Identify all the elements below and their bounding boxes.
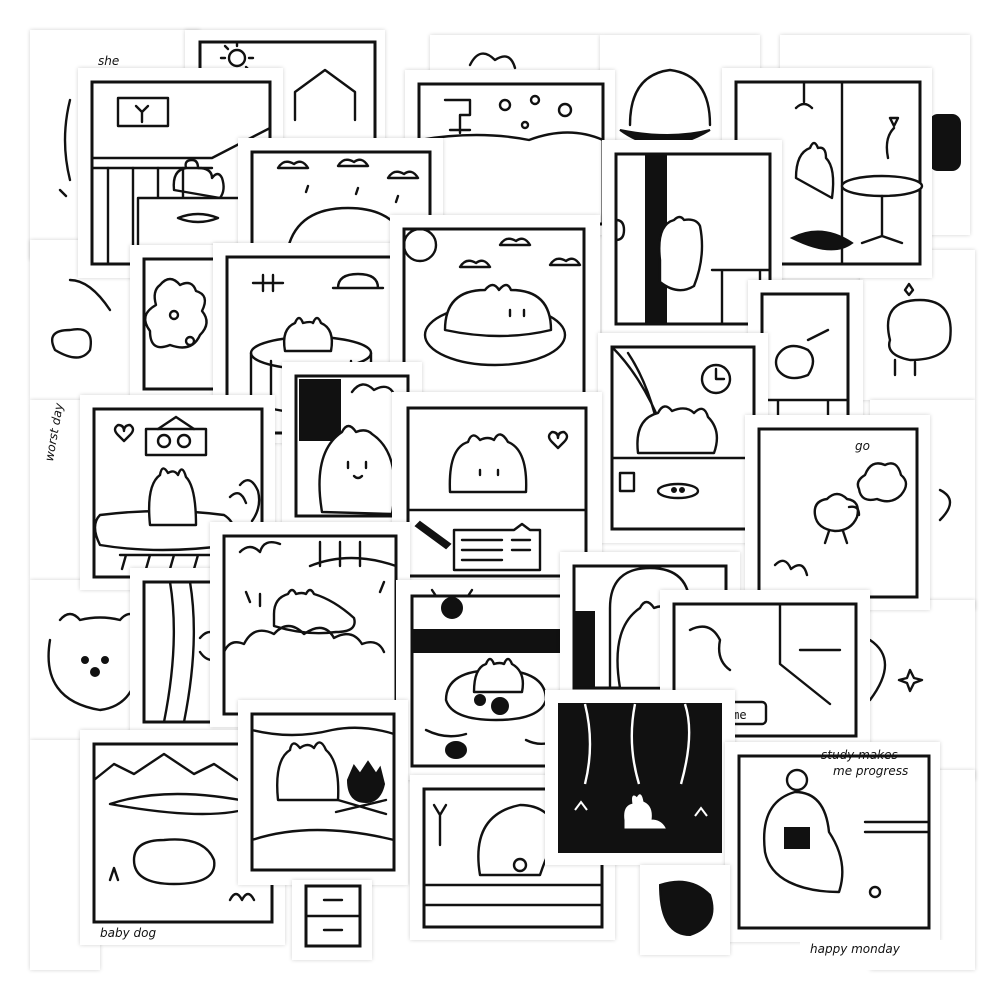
sticker-blob-scrap <box>640 865 730 955</box>
sticker-window-crying-bear <box>282 362 422 527</box>
caption-study-line-1: study makes <box>821 748 898 762</box>
sticker-bear-table-clock <box>598 333 768 543</box>
sticker-drawer-scrap <box>292 880 372 960</box>
scrap-text-worst-day: worst day <box>42 401 67 463</box>
sticker-bear-face-left <box>30 580 140 740</box>
scrap-text-she: she <box>98 54 120 68</box>
caption-baby-dog: baby dog <box>100 926 157 940</box>
scrap-text-go: go <box>855 439 870 453</box>
caption-happy-monday: happy monday <box>810 942 900 956</box>
sticker-study-reading-girl: study makes me progress <box>725 742 940 942</box>
sticker-forest-bunny <box>545 690 735 865</box>
sticker-happy-monday-scrap: happy monday <box>800 940 970 970</box>
sticker-bear-campfire <box>238 700 408 885</box>
caption-study-line-2: me progress <box>833 764 909 778</box>
sticker-sun-tower <box>185 30 385 150</box>
sticker-sleeping-bear-bowl <box>390 215 600 405</box>
sticker-bear-sleeping-bushes <box>210 522 410 727</box>
sticker-lamb-go: go <box>745 415 930 610</box>
